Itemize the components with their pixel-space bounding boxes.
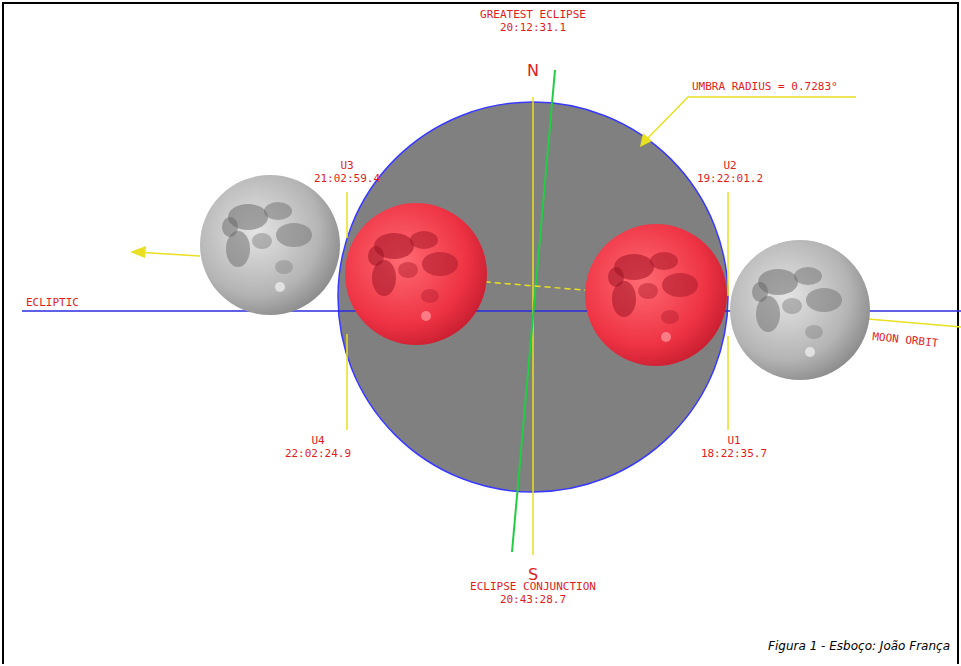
time-value: 19:22:01.2 <box>697 172 763 185</box>
time-value: 20:43:28.7 <box>500 593 566 606</box>
contact-name: U1 <box>727 434 740 447</box>
contact-name: U2 <box>723 159 736 172</box>
contact-name: U4 <box>311 434 324 447</box>
time-value: 20:12:31.1 <box>500 21 566 34</box>
time-value: 21:02:59.4 <box>314 172 380 185</box>
figure-caption: Figura 1 - Esboço: João França <box>768 640 950 653</box>
line-name: ECLIPTIC <box>26 296 79 309</box>
time-value: 18:22:35.7 <box>701 447 767 460</box>
contact-name: U3 <box>340 159 353 172</box>
line-name: MOON ORBIT <box>872 330 939 350</box>
direction-letter: N <box>527 62 539 80</box>
time-value: 22:02:24.9 <box>285 447 351 460</box>
heading-note: ECLIPSE CONJUNCTION <box>470 580 596 593</box>
heading-note: GREATEST ECLIPSE <box>480 8 586 21</box>
dimension-note: UMBRA RADIUS = 0.7283° <box>692 80 838 93</box>
